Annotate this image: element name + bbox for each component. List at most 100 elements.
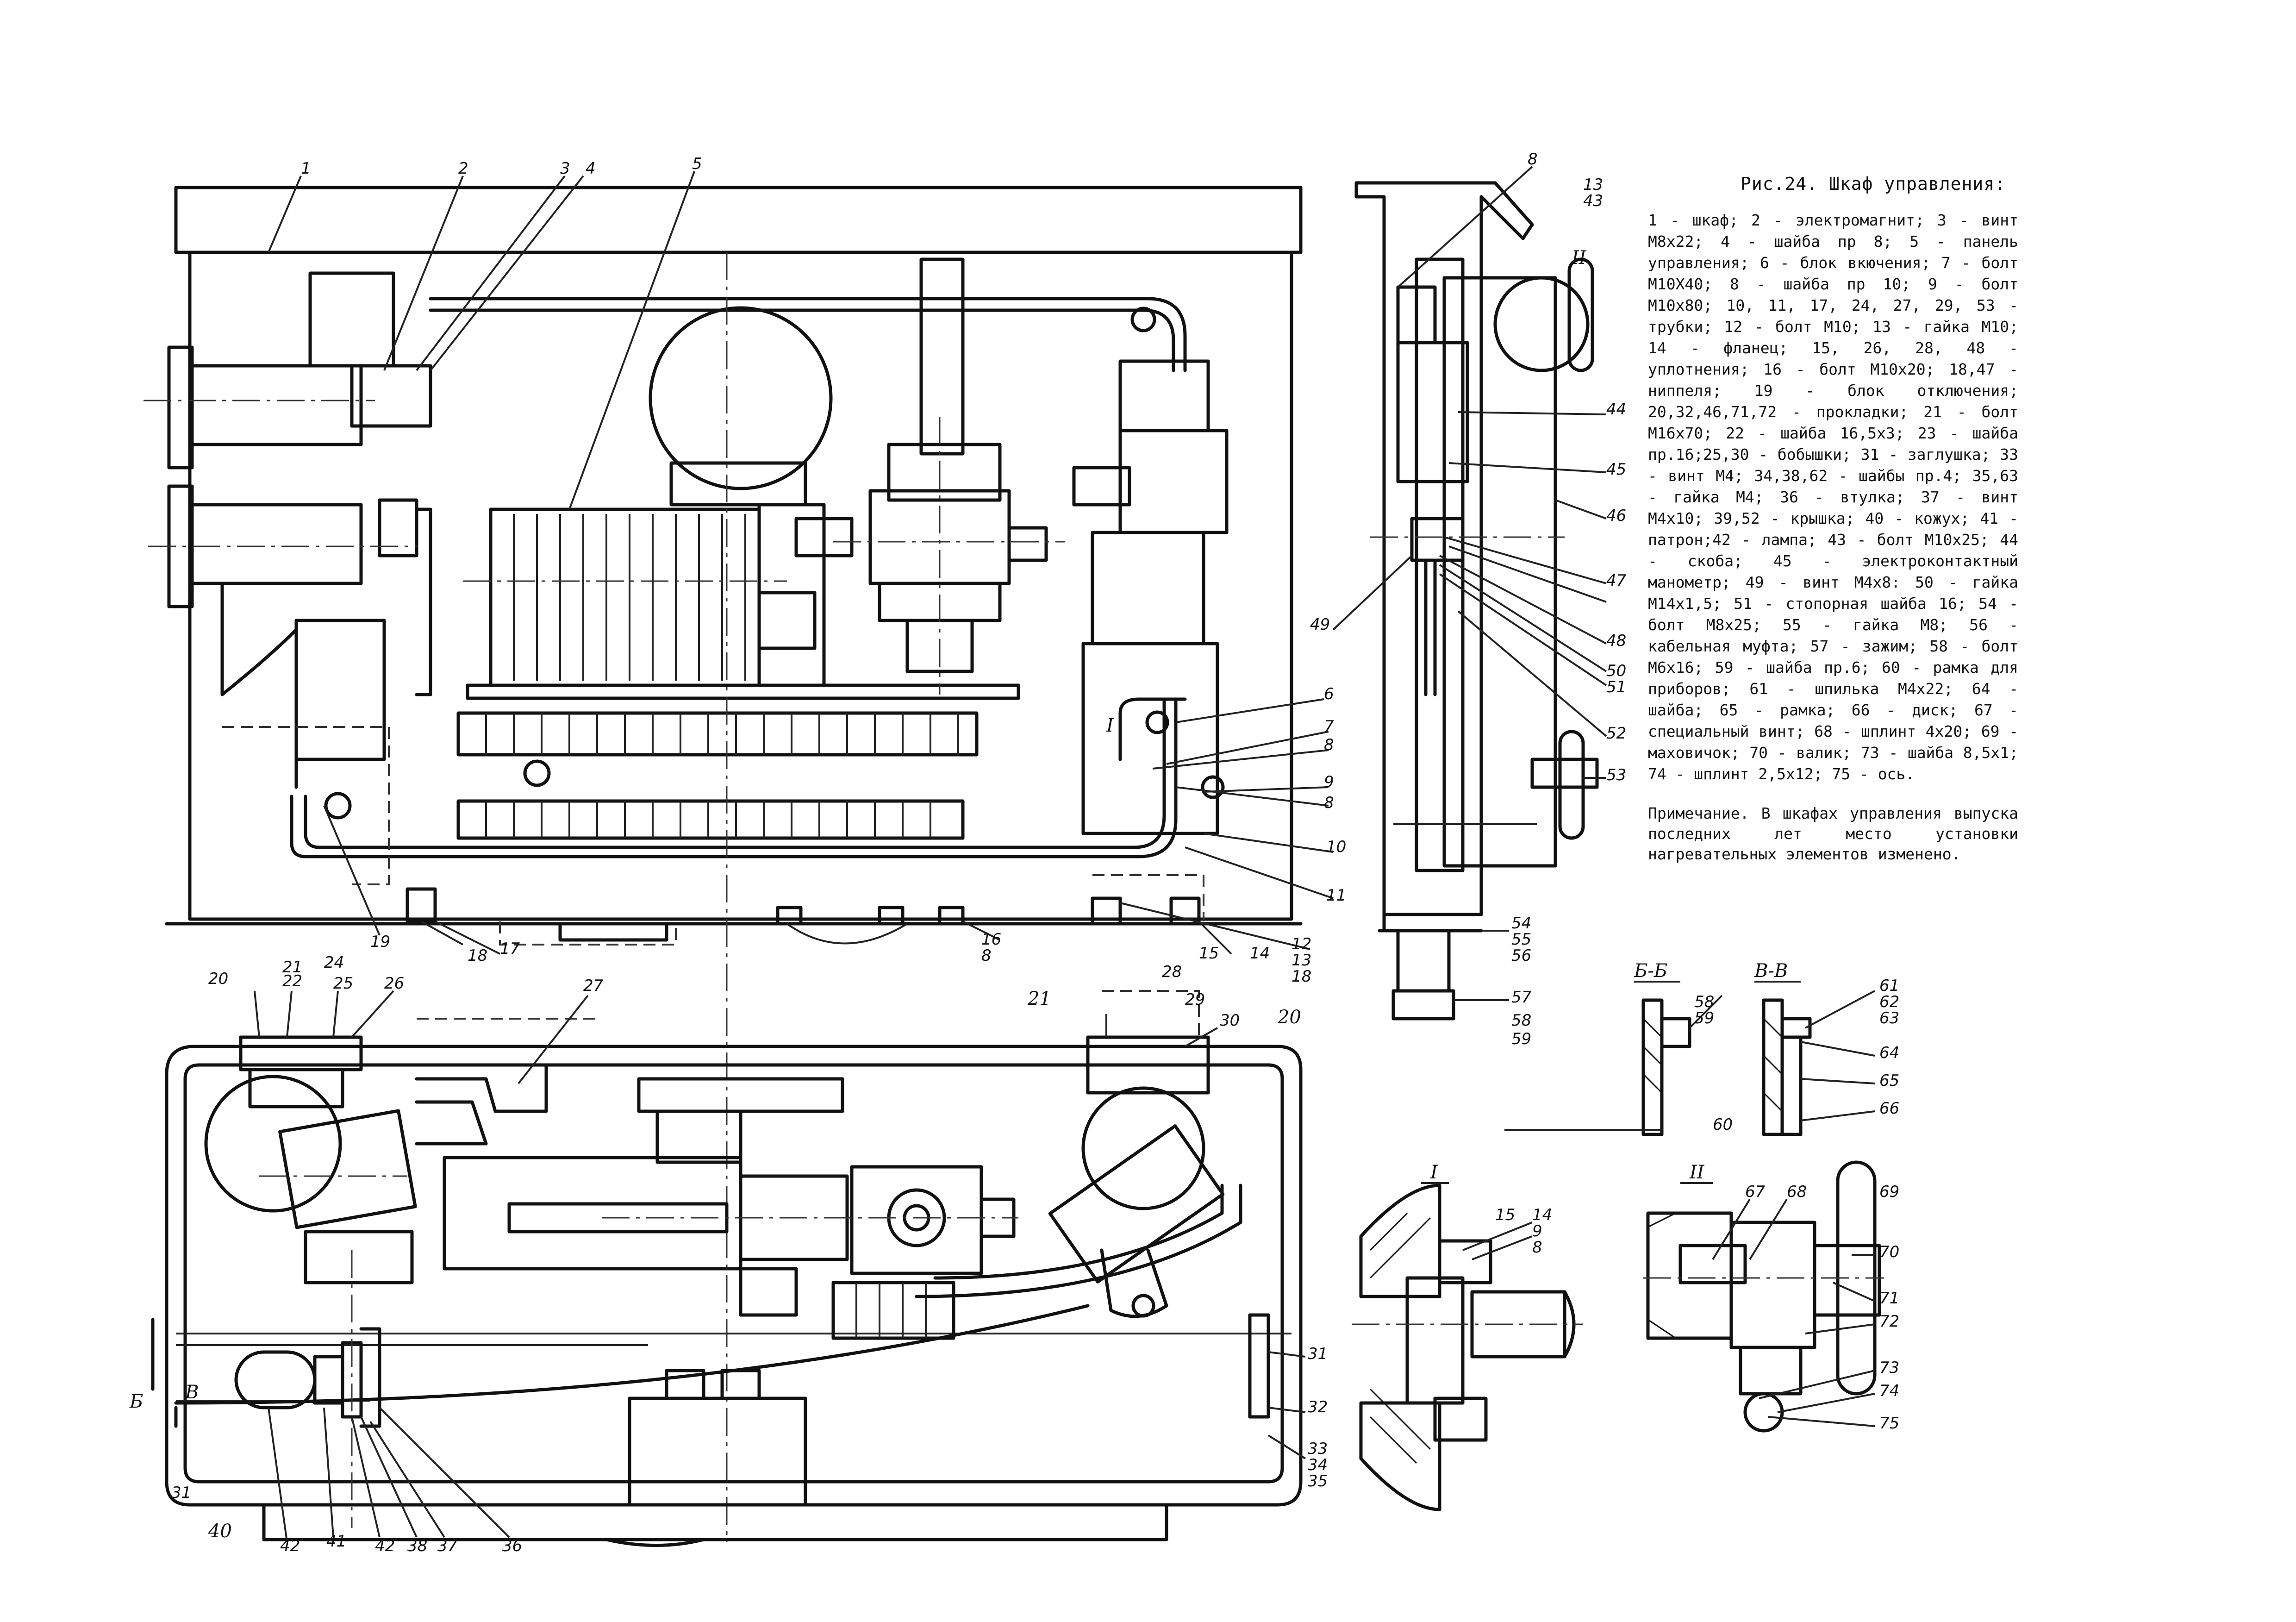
callout: 75 bbox=[1879, 1414, 1899, 1433]
callout: 16 bbox=[981, 930, 1001, 949]
figure-note: Примечание. В шкафах управления выпуска … bbox=[1648, 804, 2018, 863]
callout: 71 bbox=[1879, 1289, 1899, 1308]
callout: 11 bbox=[1326, 886, 1346, 905]
callout: 52 bbox=[1606, 724, 1626, 743]
callout: 73 bbox=[1879, 1359, 1899, 1377]
callout: 8 bbox=[1324, 794, 1334, 812]
callout: 59 bbox=[1694, 1009, 1714, 1027]
callout: 31 bbox=[1308, 1345, 1328, 1363]
callout: 43 bbox=[1583, 192, 1603, 210]
callout: 69 bbox=[1879, 1183, 1899, 1201]
callout: 3 bbox=[560, 159, 570, 178]
callout: 41 bbox=[326, 1532, 346, 1551]
figure-title: Рис.24. Шкаф управления: bbox=[1741, 174, 2006, 194]
callout: 5 bbox=[692, 155, 702, 173]
callout: 13 bbox=[1292, 951, 1311, 970]
callout: 63 bbox=[1879, 1009, 1899, 1027]
callout: 15 bbox=[1199, 944, 1219, 963]
callout: 33 bbox=[1308, 1440, 1328, 1458]
detail-2-title: II bbox=[1689, 1162, 1705, 1183]
callout: 9 bbox=[1532, 1222, 1542, 1240]
section-b-b bbox=[1641, 998, 1691, 1136]
callout: 60 bbox=[1713, 1115, 1733, 1134]
section-b-marker: Б bbox=[129, 1391, 143, 1412]
callout: 37 bbox=[437, 1537, 458, 1555]
callout: 4 bbox=[586, 159, 596, 178]
callout: 8 bbox=[981, 946, 992, 965]
callout: 7 bbox=[1324, 717, 1334, 736]
callout: 8 bbox=[1528, 150, 1538, 169]
detail-1-title: I bbox=[1430, 1162, 1438, 1183]
callout: 64 bbox=[1879, 1044, 1899, 1062]
callout: 70 bbox=[1879, 1243, 1899, 1261]
callout: 9 bbox=[1324, 773, 1334, 791]
callout: 18 bbox=[468, 946, 487, 965]
callout: 59 bbox=[1511, 1030, 1531, 1048]
side-view bbox=[1354, 181, 1599, 1021]
detail-2 bbox=[1643, 1160, 1884, 1433]
callout: 15 bbox=[1495, 1206, 1515, 1224]
callout: 20 bbox=[208, 970, 228, 988]
callout: 57 bbox=[1511, 988, 1532, 1007]
callout: 19 bbox=[370, 933, 390, 951]
callout: 38 bbox=[407, 1537, 427, 1555]
callout: 2 bbox=[458, 159, 468, 178]
callout: 65 bbox=[1879, 1071, 1899, 1090]
callout: 72 bbox=[1879, 1312, 1899, 1331]
callout: 58 bbox=[1694, 993, 1714, 1011]
callout: 12 bbox=[1292, 935, 1311, 953]
callout: 49 bbox=[1310, 615, 1330, 634]
callout: 66 bbox=[1879, 1099, 1899, 1118]
callout: 17 bbox=[500, 939, 520, 958]
figure-caption: Рис.24. Шкаф управления: 1 - шкаф; 2 - э… bbox=[1648, 174, 2018, 864]
callout: 31 bbox=[171, 1484, 191, 1502]
callout: 18 bbox=[1292, 967, 1311, 986]
leader-lines bbox=[254, 166, 1875, 1542]
section-titles: Б-Б В-В I II I II Б В bbox=[129, 247, 1801, 1412]
section-v-marker: В bbox=[185, 1382, 199, 1403]
callout: 27 bbox=[583, 977, 604, 995]
callout: 40 bbox=[208, 1521, 232, 1542]
callout-labels: 1 2 3 4 5 6 7 8 9 8 10 11 12 13 18 14 15… bbox=[171, 150, 1899, 1555]
callout: 42 bbox=[375, 1537, 395, 1555]
callout: 67 bbox=[1745, 1183, 1766, 1201]
callout: 14 bbox=[1250, 944, 1270, 963]
callout: 10 bbox=[1326, 838, 1346, 856]
callout: 35 bbox=[1308, 1472, 1328, 1490]
callout: 13 bbox=[1583, 175, 1603, 194]
callout: 54 bbox=[1511, 914, 1531, 933]
callout: 48 bbox=[1606, 632, 1626, 650]
section-b-b-title: Б-Б bbox=[1634, 960, 1667, 982]
callout: 50 bbox=[1606, 662, 1626, 680]
section-v-v bbox=[1762, 998, 1812, 1136]
callout: 42 bbox=[280, 1537, 300, 1555]
callout: 26 bbox=[384, 974, 404, 993]
callout: 24 bbox=[324, 953, 344, 972]
callout: 25 bbox=[333, 974, 353, 993]
plan-view bbox=[151, 990, 1303, 1547]
callout: 36 bbox=[502, 1537, 522, 1555]
callout: 44 bbox=[1606, 400, 1626, 419]
callout: 53 bbox=[1606, 766, 1626, 784]
callout: 47 bbox=[1606, 571, 1627, 590]
callout: 21 bbox=[282, 958, 302, 977]
callout: 29 bbox=[1185, 990, 1205, 1009]
detail-2-marker: II bbox=[1571, 247, 1587, 269]
callout: 1 bbox=[301, 159, 311, 178]
callout: 45 bbox=[1606, 460, 1626, 479]
callout: 58 bbox=[1511, 1011, 1531, 1030]
callout: 30 bbox=[1220, 1011, 1240, 1030]
callout: 68 bbox=[1787, 1183, 1807, 1201]
callout: 55 bbox=[1511, 930, 1531, 949]
callout: 62 bbox=[1879, 993, 1899, 1011]
callout: 20 bbox=[1277, 1007, 1301, 1028]
callout: 6 bbox=[1324, 685, 1334, 703]
callout: 28 bbox=[1162, 963, 1182, 981]
callout: 51 bbox=[1606, 678, 1626, 696]
callout: 8 bbox=[1532, 1238, 1542, 1257]
callout: 32 bbox=[1308, 1398, 1328, 1416]
front-view bbox=[144, 186, 1303, 1542]
callout: 56 bbox=[1511, 946, 1531, 965]
